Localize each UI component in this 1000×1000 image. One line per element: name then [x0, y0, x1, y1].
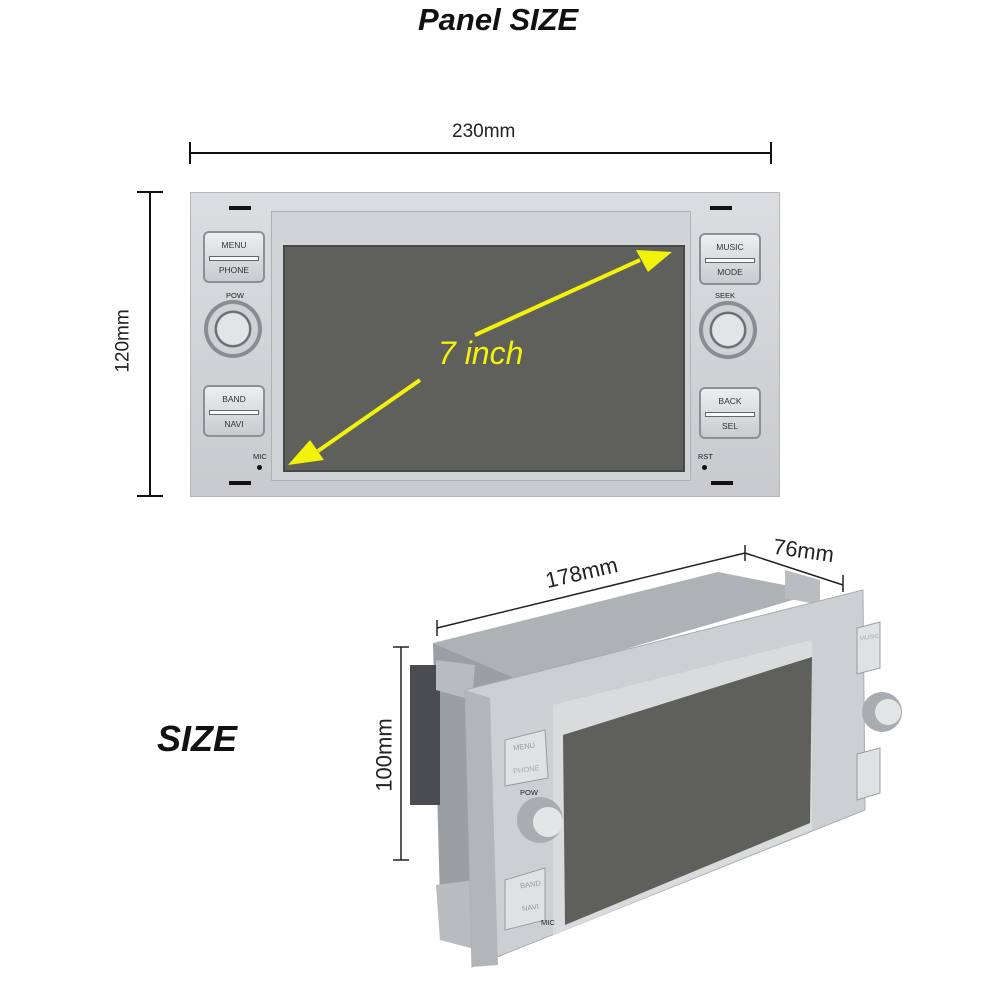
slot — [711, 481, 733, 485]
unit-height-label: 100mm — [371, 718, 397, 792]
slot — [229, 206, 251, 210]
unit-pow-label: POW — [520, 788, 538, 797]
menu-phone-button[interactable]: MENU PHONE — [203, 231, 265, 283]
phone-label: PHONE — [218, 265, 250, 275]
power-volume-knob[interactable] — [204, 300, 262, 358]
screen-size-label: 7 inch — [438, 335, 524, 371]
mode-label: MODE — [717, 267, 743, 277]
reset-button[interactable] — [702, 465, 707, 470]
diagonal-arrow — [288, 250, 672, 465]
screen — [283, 245, 685, 472]
band-navi-button[interactable]: BAND NAVI — [203, 385, 265, 437]
panel-width-label: 230mm — [452, 121, 516, 142]
seek-knob[interactable] — [699, 301, 757, 359]
navi-label: NAVI — [224, 419, 244, 429]
slot — [229, 481, 251, 485]
panel-dimension-lines — [137, 142, 772, 497]
rst-label: RST — [698, 452, 713, 461]
back-sel-button[interactable]: BACK SEL — [699, 387, 761, 439]
music-mode-button[interactable]: MUSIC MODE — [699, 233, 761, 285]
slot — [710, 206, 732, 210]
menu-label: MENU — [221, 240, 247, 250]
back-label: BACK — [718, 396, 742, 406]
music-label: MUSIC — [716, 242, 744, 252]
size-title: SIZE — [157, 718, 238, 759]
mic-label: MIC — [253, 452, 267, 461]
unit-3d-view — [393, 545, 902, 968]
sel-label: SEL — [721, 421, 739, 431]
mic-hole — [257, 465, 262, 470]
unit-mic-label: MIC — [541, 918, 555, 927]
panel-size-title: Panel SIZE — [418, 2, 579, 37]
seek-label: SEEK — [715, 291, 736, 300]
band-label: BAND — [222, 394, 246, 404]
pow-label: POW — [226, 291, 244, 300]
